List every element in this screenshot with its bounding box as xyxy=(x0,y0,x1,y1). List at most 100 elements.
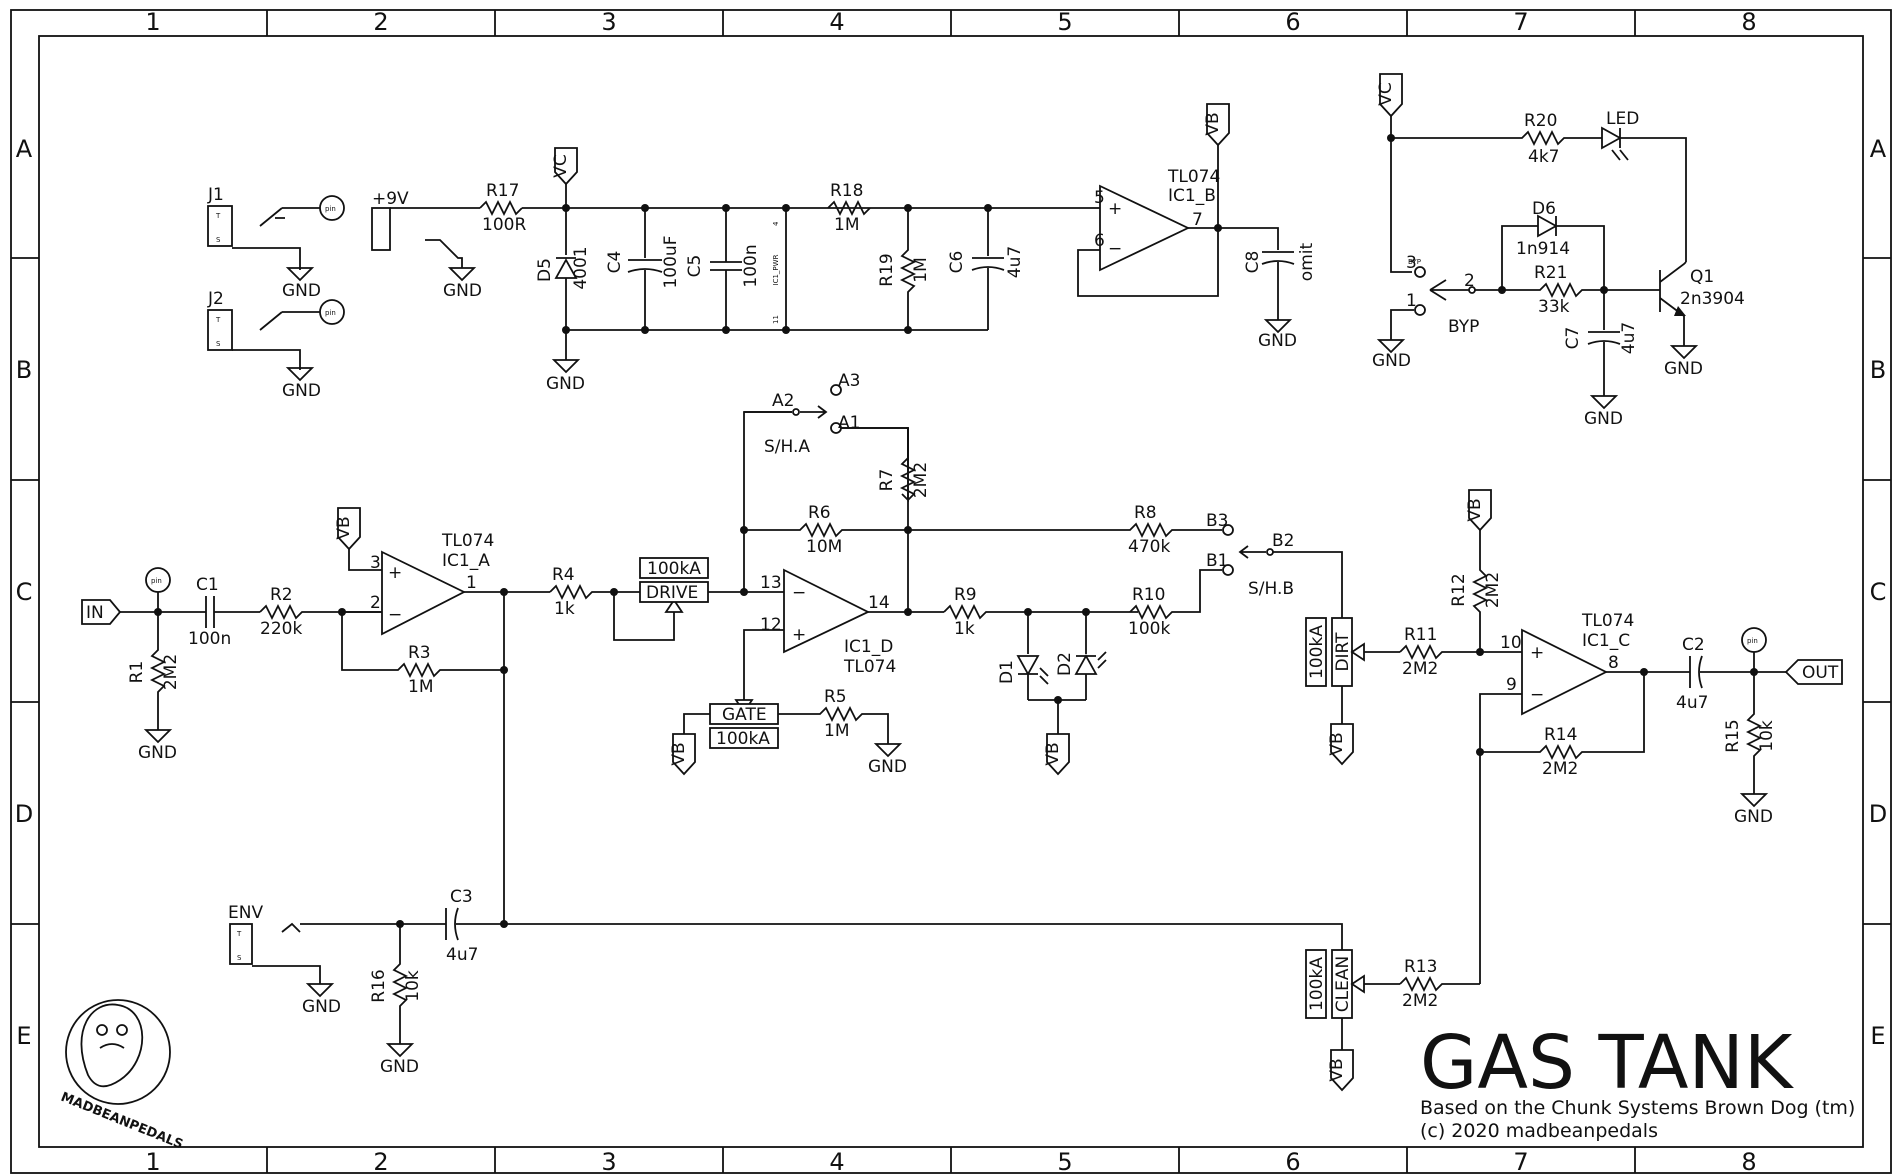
r21-label: R21 xyxy=(1534,263,1567,283)
ic1a-name: IC1_A xyxy=(442,551,490,571)
minus-sign: − xyxy=(388,605,402,625)
gnd-label: GND xyxy=(868,757,907,777)
dirt-pot-label: DIRT xyxy=(1333,632,1353,672)
row-label: A xyxy=(1870,135,1887,163)
switch-pin: BYP xyxy=(1408,258,1421,266)
pin-number: 11 xyxy=(772,315,780,324)
grid-ticks xyxy=(11,10,1891,1173)
r10-label: R10 xyxy=(1132,585,1165,605)
gnd-label: GND xyxy=(380,1057,419,1077)
jack-pin-label: S xyxy=(237,954,242,962)
c4-value: 100uF xyxy=(661,235,681,288)
r12-value: 2M2 xyxy=(1483,572,1503,608)
ic1d-type: TL074 xyxy=(843,657,896,677)
in-port: IN xyxy=(86,603,104,623)
r18-value: 1M xyxy=(834,215,859,235)
vc-port: VC xyxy=(1376,82,1396,106)
input-stage: IN pin R1 2M2 GND C1 100n R2 220k + − 3 … xyxy=(81,507,550,924)
row-label: A xyxy=(16,135,33,163)
col-label: 1 xyxy=(145,8,160,36)
r19-label: R19 xyxy=(877,253,897,286)
pin-number: 3 xyxy=(370,553,381,573)
r9-value: 1k xyxy=(954,619,975,639)
c6-value: 4u7 xyxy=(1005,246,1025,278)
r7-label: R7 xyxy=(877,469,897,492)
col-label: 2 xyxy=(373,8,388,36)
clipping-stage: R9 1k D1 D2 VB R10 100k R8 470k B3 B2 B1… xyxy=(908,503,1343,776)
row-label: E xyxy=(16,1022,31,1050)
plus-sign: + xyxy=(388,563,402,583)
r15-value: 10k xyxy=(1757,720,1777,752)
gnd-label: GND xyxy=(282,381,321,401)
env-input: T S ENV GND R16 10k GND C3 4u7 xyxy=(228,887,504,1077)
col-label: 3 xyxy=(601,1148,616,1175)
c8-label: C8 xyxy=(1243,251,1263,274)
vb-port: VB xyxy=(1043,742,1063,765)
byp-label: BYP xyxy=(1448,317,1479,337)
pin-number: 8 xyxy=(1608,653,1619,673)
pin-number: 9 xyxy=(1506,675,1517,695)
ic1c-name: IC1_C xyxy=(1582,631,1630,651)
r6-label: R6 xyxy=(808,503,831,523)
d6-value: 1n914 xyxy=(1516,239,1570,259)
col-label: 3 xyxy=(601,8,616,36)
r4-value: 1k xyxy=(554,599,575,619)
power-supply-section: T S J1 pin GND T S J2 pin GND +9V GND R1… xyxy=(207,147,1090,401)
col-label: 2 xyxy=(373,1148,388,1175)
switch-pin: B2 xyxy=(1272,531,1294,551)
row-label: C xyxy=(16,578,33,606)
r14-label: R14 xyxy=(1544,725,1577,745)
logo-text: MADBEANPEDALS xyxy=(59,1090,186,1153)
pin-number: 5 xyxy=(1094,188,1105,208)
env-label: ENV xyxy=(228,903,263,923)
gate-pot-label: GATE xyxy=(722,705,767,725)
row-label: E xyxy=(1870,1022,1885,1050)
pin-number: 2 xyxy=(370,593,381,613)
d5-value: 4001 xyxy=(571,246,591,289)
r1-value: 2M2 xyxy=(161,654,181,690)
pin-number: 1 xyxy=(466,573,477,593)
r3-label: R3 xyxy=(408,643,431,663)
col-label: 1 xyxy=(145,1148,160,1175)
c3-label: C3 xyxy=(450,887,473,907)
switch-pin: A3 xyxy=(838,371,860,391)
row-label: D xyxy=(15,800,33,828)
pin-number: 6 xyxy=(1094,231,1105,251)
col-label: 8 xyxy=(1741,1148,1756,1175)
col-label: 8 xyxy=(1741,8,1756,36)
r1-label: R1 xyxy=(127,661,147,684)
plus-sign: + xyxy=(792,625,806,645)
c4-label: C4 xyxy=(605,251,625,274)
c2-value: 4u7 xyxy=(1676,693,1708,713)
r2-label: R2 xyxy=(270,585,293,605)
r7-value: 2M2 xyxy=(911,462,931,498)
gnd-label: GND xyxy=(282,281,321,301)
gnd-label: GND xyxy=(546,374,585,394)
c8-value: omit xyxy=(1297,242,1317,281)
c5-label: C5 xyxy=(685,255,705,278)
q1-label: Q1 xyxy=(1690,267,1714,287)
jack-pin-label: S xyxy=(216,340,221,348)
vb-port: VB xyxy=(1327,1058,1347,1081)
gnd-label: GND xyxy=(1584,409,1623,429)
r17-value: 100R xyxy=(482,215,526,235)
j1-label: J1 xyxy=(207,185,224,205)
r9-label: R9 xyxy=(954,585,977,605)
r13-label: R13 xyxy=(1404,957,1437,977)
shb-label: S/H.B xyxy=(1248,579,1294,599)
jack-pin-label: T xyxy=(215,316,221,324)
col-label: 5 xyxy=(1057,1148,1072,1175)
pin-number: 1 xyxy=(1406,291,1417,311)
drawing-frame: 1 2 3 4 5 6 7 8 1 2 3 4 5 6 7 8 A B C D … xyxy=(10,8,1892,1175)
minus-sign: − xyxy=(1530,685,1544,705)
r2-value: 220k xyxy=(260,619,302,639)
q1-value: 2n3904 xyxy=(1680,289,1745,309)
c2-label: C2 xyxy=(1682,635,1705,655)
gnd-label: GND xyxy=(443,281,482,301)
gnd-label: GND xyxy=(1258,331,1297,351)
pin-label: pin xyxy=(325,205,336,213)
d6-label: D6 xyxy=(1532,199,1556,219)
r8-label: R8 xyxy=(1134,503,1157,523)
pin-number: 4 xyxy=(772,221,780,226)
r4-label: R4 xyxy=(552,565,575,585)
